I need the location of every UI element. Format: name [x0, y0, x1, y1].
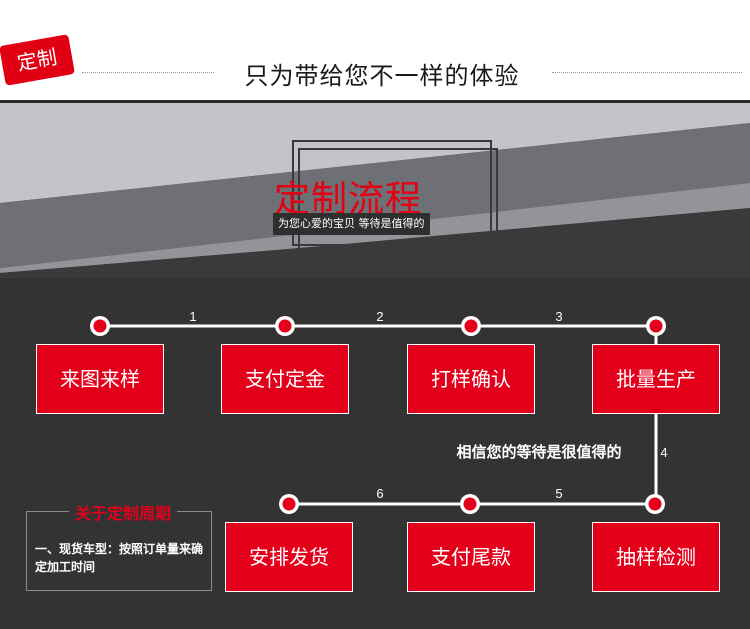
node-2 [275, 316, 295, 336]
cycle-title: 关于定制周期 [69, 500, 178, 524]
background-bands [0, 103, 750, 278]
header: 定制 只为带给您不一样的体验 [0, 0, 750, 100]
step-arrange-shipping: 安排发货 [225, 522, 353, 592]
step-number-6: 6 [376, 486, 384, 501]
section-tagline: 为您心爱的宝贝 等待是值得的 [273, 213, 430, 235]
dotted-divider-right [552, 72, 742, 73]
step-number-1: 1 [189, 309, 197, 324]
title-frame-front [298, 148, 498, 254]
step-sample-inspection: 抽样检测 [592, 522, 720, 592]
node-5 [645, 494, 665, 514]
step-pay-deposit: 支付定金 [221, 344, 349, 414]
node-7 [279, 494, 299, 514]
header-title: 只为带给您不一样的体验 [244, 62, 520, 90]
dotted-divider-left [82, 72, 214, 73]
waiting-note: 相信您的等待是很值得的 [456, 443, 622, 461]
cycle-text: 一、现货车型：按照订单量来确定加工时间 [35, 542, 204, 574]
node-6 [460, 494, 480, 514]
step-confirm-proof: 打样确认 [407, 344, 535, 414]
cycle-info-box: 关于定制周期 一、现货车型：按照订单量来确定加工时间 [26, 500, 212, 591]
step-pay-balance: 支付尾款 [407, 522, 535, 592]
node-1 [90, 316, 110, 336]
header-rule [0, 100, 750, 103]
step-number-5: 5 [555, 486, 563, 501]
flow-connectors [90, 316, 666, 514]
process-panel: 定制流程 为您心爱的宝贝 等待是值得的 1 2 3 4 5 6 来图来样 支付定… [0, 103, 750, 629]
step-number-3: 3 [555, 309, 563, 324]
title-frame-back [292, 140, 492, 246]
step-send-sample: 来图来样 [36, 344, 164, 414]
step-number-2: 2 [376, 309, 384, 324]
step-mass-production: 批量生产 [592, 344, 720, 414]
node-4 [646, 316, 666, 336]
custom-badge: 定制 [0, 34, 75, 86]
node-3 [461, 316, 481, 336]
step-number-4: 4 [660, 445, 668, 460]
